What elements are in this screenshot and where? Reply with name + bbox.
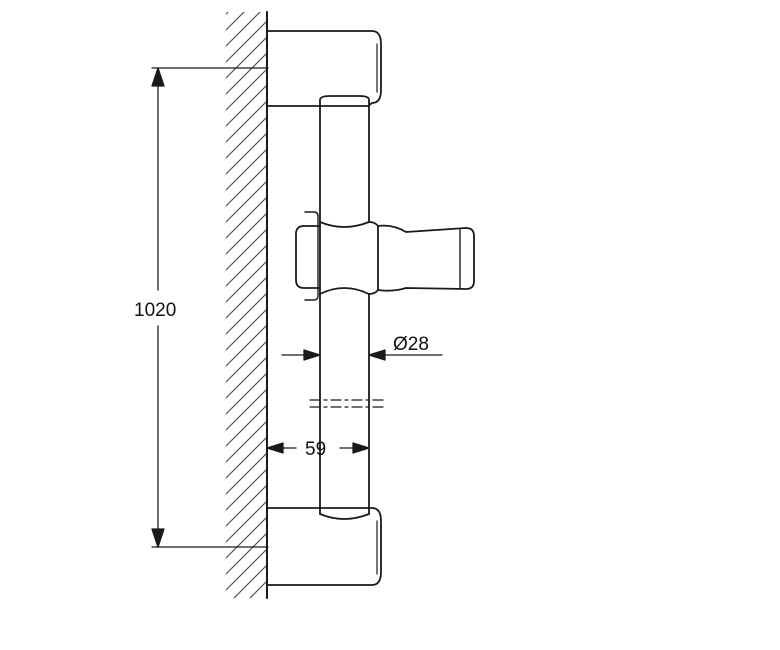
diameter-arrow-right	[368, 349, 386, 361]
projection-arrow-left	[266, 442, 284, 454]
slider-body	[319, 221, 379, 295]
projection-arrow-right	[352, 442, 370, 454]
wall	[226, 11, 268, 599]
top-wall-bracket	[267, 30, 382, 107]
height-arrow-top	[151, 67, 165, 87]
slider-collar-top	[319, 221, 370, 228]
diameter-dimension	[281, 349, 443, 361]
wall-hatching	[226, 12, 267, 598]
slider-collar-bottom	[319, 287, 370, 295]
diameter-dimension-label: Ø28	[393, 334, 429, 355]
slider-release-button	[295, 225, 321, 289]
bottom-wall-bracket	[267, 507, 382, 586]
diameter-arrow-left	[303, 349, 321, 361]
height-dimension	[151, 67, 269, 548]
handshower-holder	[377, 224, 475, 292]
rail-bottom-cap	[319, 513, 370, 520]
slider-release-button-inner	[304, 211, 319, 301]
height-arrow-bottom	[151, 528, 165, 548]
rail-upper	[319, 95, 370, 223]
projection-dimension	[266, 442, 370, 454]
rail-lower	[319, 293, 370, 515]
height-dimension-label: 1020	[134, 300, 176, 321]
projection-dimension-label: 59	[305, 439, 326, 460]
